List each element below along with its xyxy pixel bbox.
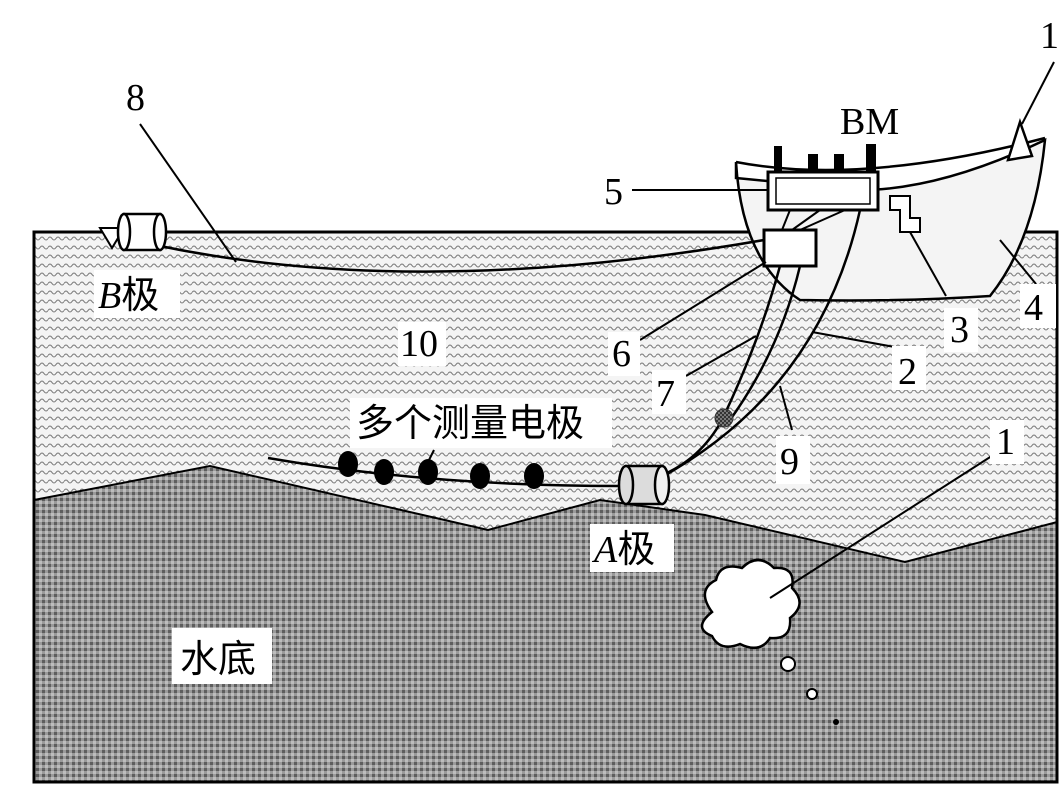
transducer-3 bbox=[889, 195, 921, 233]
diagram-frame bbox=[32, 230, 1059, 784]
label-a-pole: A极 bbox=[591, 527, 655, 571]
electrode bbox=[470, 463, 490, 489]
label-9: 9 bbox=[780, 441, 799, 483]
label-bm: BM bbox=[840, 101, 899, 143]
label-7: 7 bbox=[656, 373, 675, 415]
label-2: 2 bbox=[898, 351, 917, 393]
leader-line-8 bbox=[139, 123, 237, 263]
label-b-pole: B极 bbox=[98, 273, 159, 317]
leader-line-7 bbox=[685, 335, 757, 377]
bubble bbox=[806, 688, 818, 700]
label-seabed: 水底 bbox=[180, 637, 256, 681]
bubble bbox=[833, 719, 839, 725]
cable-2 bbox=[728, 265, 802, 421]
leader-line-electrodes bbox=[425, 449, 435, 467]
survey-boat bbox=[734, 136, 1047, 302]
bubble bbox=[780, 656, 796, 672]
label-1-top: 1 bbox=[1040, 15, 1059, 57]
cable-9 bbox=[659, 209, 862, 480]
leader-line-1-bottom bbox=[769, 451, 999, 599]
cable-7 bbox=[720, 265, 782, 421]
label-electrodes: 多个测量电极 bbox=[356, 401, 584, 445]
leader-line-4 bbox=[999, 239, 1037, 285]
electrode bbox=[374, 459, 394, 485]
label-10: 10 bbox=[400, 323, 438, 365]
label-8: 8 bbox=[126, 77, 145, 119]
label-3: 3 bbox=[950, 309, 969, 351]
label-1-bottom: 1 bbox=[996, 421, 1015, 463]
b-pole bbox=[98, 212, 168, 252]
electrode-cable bbox=[267, 456, 621, 488]
target-cloud bbox=[700, 558, 801, 650]
leader-line-2 bbox=[811, 331, 901, 349]
winch-box bbox=[762, 228, 818, 268]
a-pole bbox=[617, 464, 671, 506]
label-6: 6 bbox=[612, 333, 631, 375]
leader-line-6 bbox=[639, 261, 767, 341]
electrode bbox=[524, 463, 544, 489]
electrode bbox=[418, 459, 438, 485]
antenna-icon bbox=[1006, 118, 1034, 162]
leader-line-9 bbox=[779, 385, 793, 431]
electrode bbox=[338, 451, 358, 477]
sensor-node bbox=[714, 408, 734, 428]
label-4: 4 bbox=[1024, 287, 1043, 329]
leader-line-1-top bbox=[1021, 61, 1055, 125]
label-5: 5 bbox=[604, 171, 623, 213]
